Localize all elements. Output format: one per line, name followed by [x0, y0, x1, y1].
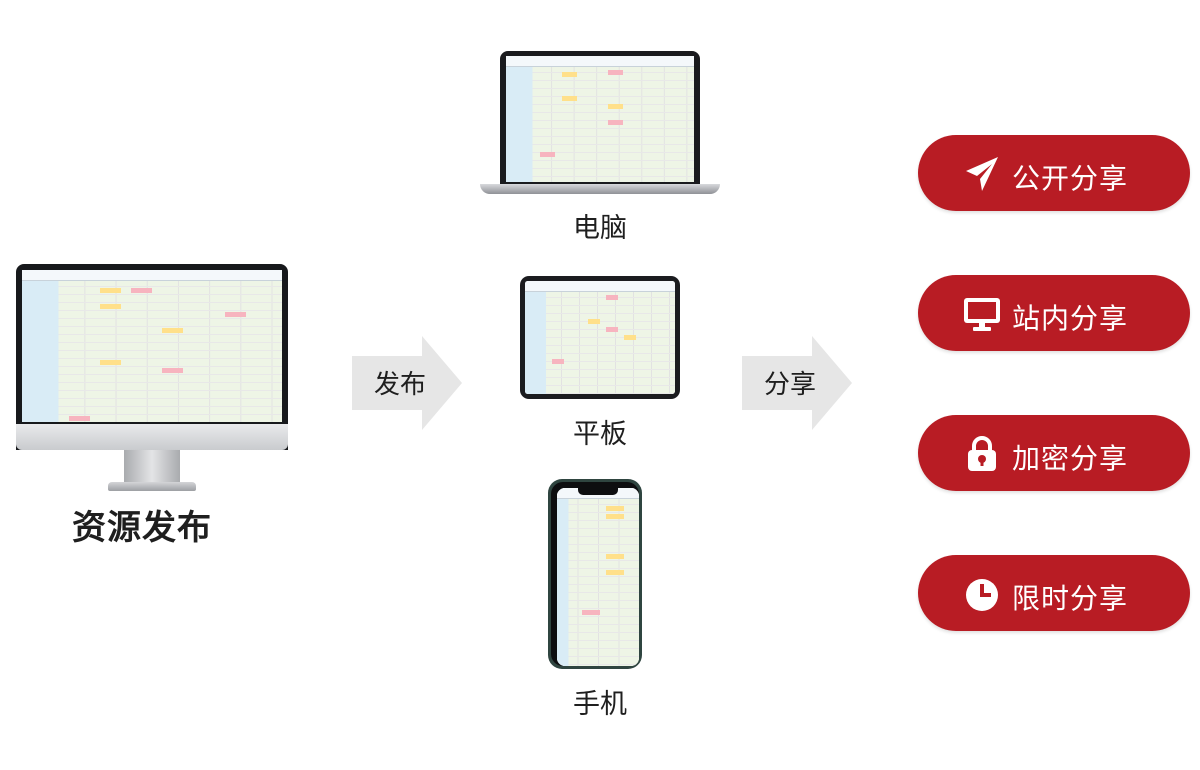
encrypted-share-button[interactable]: 加密分享 [918, 415, 1190, 491]
monitor-bezel [16, 264, 288, 450]
laptop-base [480, 184, 720, 194]
publish-arrow-label: 发布 [373, 370, 426, 400]
share-arrow: 分享 [742, 336, 852, 430]
encrypted-share-label: 加密分享 [1012, 442, 1129, 475]
internal-share-button[interactable]: 站内分享 [918, 275, 1190, 351]
public-share-button[interactable]: 公开分享 [918, 135, 1190, 211]
internal-share-label: 站内分享 [1012, 302, 1129, 335]
laptop-device [480, 51, 720, 195]
public-share-label: 公开分享 [1012, 162, 1129, 195]
phone-screen-spreadsheet [557, 488, 639, 666]
timed-share-button[interactable]: 限时分享 [918, 555, 1190, 631]
phone-label: 手机 [573, 689, 627, 720]
laptop-label: 电脑 [573, 213, 627, 244]
tablet-screen-spreadsheet [525, 281, 675, 394]
source-title: 资源发布 [72, 508, 212, 548]
monitor-stand [124, 450, 180, 484]
monitor-chin [16, 424, 288, 450]
phone-device [548, 479, 642, 669]
tablet-device [520, 276, 680, 399]
publish-arrow: 发布 [352, 336, 462, 430]
share-arrow-label: 分享 [763, 370, 816, 400]
laptop-screen-spreadsheet [506, 56, 694, 182]
clock-icon [962, 575, 1002, 613]
monitor-screen-spreadsheet [22, 270, 282, 422]
paper-plane-icon [962, 155, 1002, 193]
monitor-icon [962, 295, 1002, 333]
desktop-monitor [16, 264, 288, 494]
timed-share-label: 限时分享 [1012, 582, 1129, 615]
monitor-foot [108, 482, 196, 491]
lock-icon [962, 435, 1002, 473]
tablet-label: 平板 [573, 419, 627, 450]
